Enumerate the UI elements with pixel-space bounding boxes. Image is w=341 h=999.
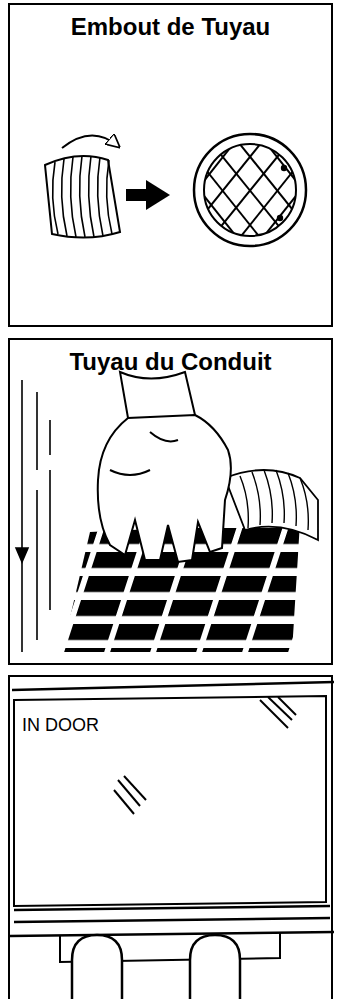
panel-box: Embout de Tuyau [8,3,333,327]
panel-label: IN DOOR [10,715,331,736]
push-arrow [126,180,170,210]
hose-end [45,156,120,238]
panel-box: Tuyau du Conduit [8,338,333,665]
twist-arrow [62,135,118,148]
hand [98,372,231,562]
conduit-hose [225,470,318,540]
panel-heading: Embout de Tuyau [10,13,331,41]
window [10,682,334,962]
panel-box: IN DOOR [8,675,333,999]
hands [72,935,240,999]
panel-heading: Tuyau du Conduit [10,348,331,376]
motion-lines [16,380,50,652]
glare-marks [114,697,296,814]
round-grille [185,110,315,265]
